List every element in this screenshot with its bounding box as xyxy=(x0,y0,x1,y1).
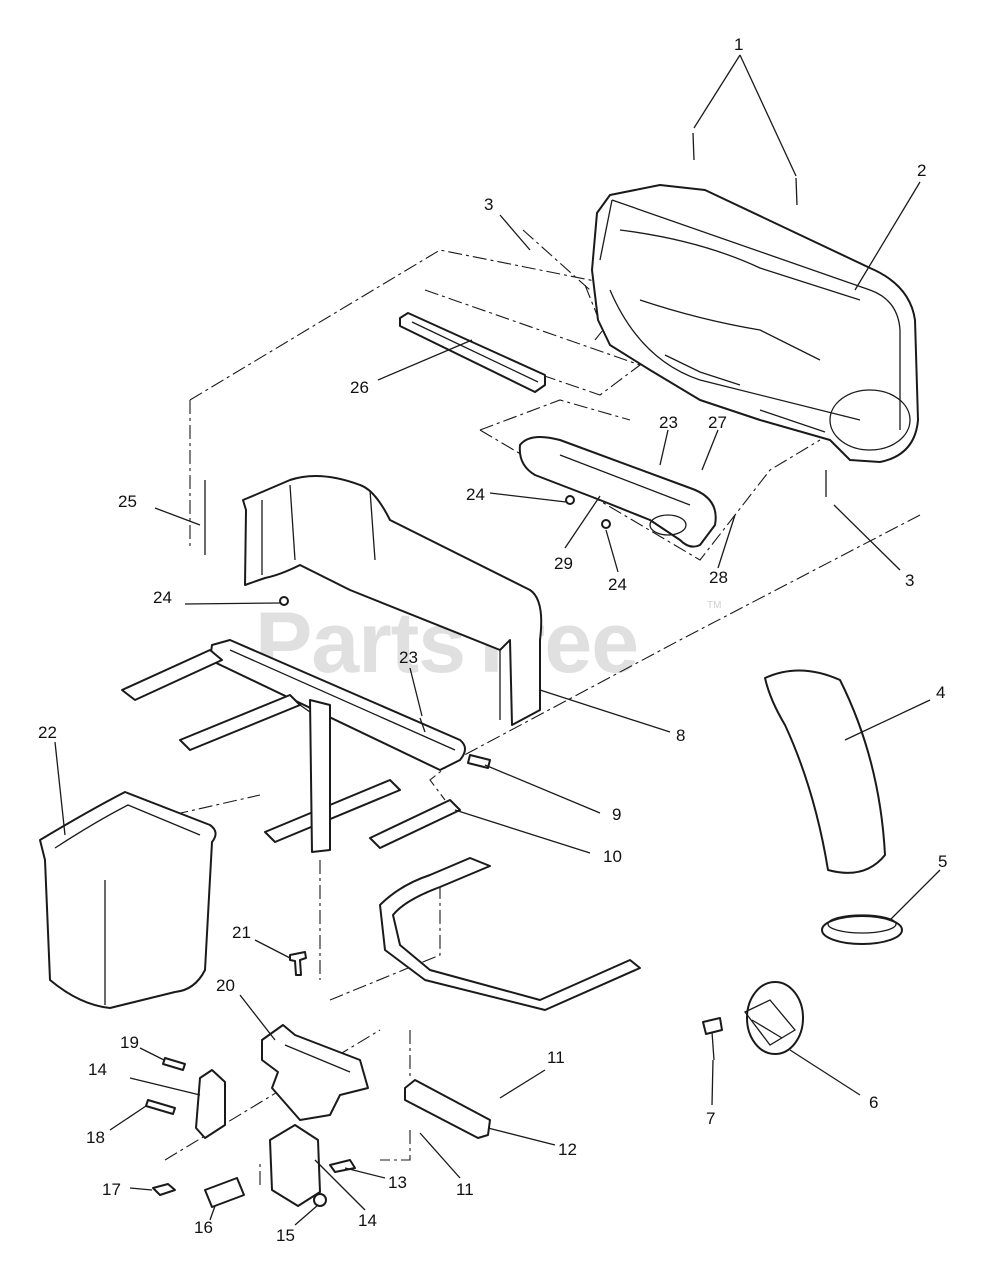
side-shield xyxy=(242,475,543,726)
callout-13: 13 xyxy=(388,1173,407,1192)
callout-4: 4 xyxy=(936,683,945,702)
callout-14b: 14 xyxy=(358,1211,377,1230)
washer-24c xyxy=(565,495,575,505)
callout-2: 2 xyxy=(917,161,926,180)
upper-housing xyxy=(591,184,919,463)
callout-8: 8 xyxy=(676,726,685,745)
leader-lines xyxy=(54,54,941,1226)
adapter xyxy=(744,981,804,1055)
bolt-17 xyxy=(152,1183,176,1196)
screw-1a xyxy=(692,132,695,161)
callouts: 1 2 3 3 4 5 6 7 8 9 10 11 11 12 13 14 14… xyxy=(38,35,947,1245)
callout-24c: 24 xyxy=(608,575,627,594)
mounting-plate xyxy=(404,1079,491,1139)
callout-25: 25 xyxy=(118,492,137,511)
callout-7: 7 xyxy=(706,1109,715,1128)
callout-22: 22 xyxy=(38,723,57,742)
main-frame xyxy=(121,639,466,853)
callout-29: 29 xyxy=(554,554,573,573)
hinge-plate-upper xyxy=(195,1069,226,1139)
discharge-tube xyxy=(764,669,886,874)
nut xyxy=(313,1193,327,1207)
callout-18: 18 xyxy=(86,1128,105,1147)
watermark-trademark: TM xyxy=(707,600,721,611)
callout-21: 21 xyxy=(232,923,251,942)
callout-24b: 24 xyxy=(153,588,172,607)
callout-12: 12 xyxy=(558,1140,577,1159)
callout-6: 6 xyxy=(869,1093,878,1112)
callout-27: 27 xyxy=(708,413,727,432)
hinge-bracket xyxy=(261,1024,369,1121)
callout-11a: 11 xyxy=(547,1048,565,1067)
hinge-plate-lower xyxy=(269,1124,321,1207)
deflector-chute xyxy=(518,435,717,548)
callout-3a: 3 xyxy=(484,195,493,214)
callout-26: 26 xyxy=(350,378,369,397)
callout-14a: 14 xyxy=(88,1060,107,1079)
pin-sleeve xyxy=(204,1177,245,1208)
frame-pin xyxy=(467,754,491,769)
callout-15: 15 xyxy=(276,1226,295,1245)
callout-10: 10 xyxy=(603,847,622,866)
bolt xyxy=(702,1017,723,1061)
callout-5: 5 xyxy=(938,852,947,871)
callout-16: 16 xyxy=(194,1218,213,1237)
bag-frame xyxy=(379,857,641,1011)
callout-20: 20 xyxy=(216,976,235,995)
washer-24b xyxy=(601,519,611,529)
callout-11b: 11 xyxy=(456,1180,474,1199)
callout-23b: 23 xyxy=(399,648,418,667)
screw-1b xyxy=(795,177,798,206)
grass-bag xyxy=(39,791,217,1009)
hose-clamp xyxy=(821,914,903,945)
screw xyxy=(289,951,307,976)
callout-28: 28 xyxy=(709,568,728,587)
washer-24a xyxy=(279,596,289,606)
callout-9: 9 xyxy=(612,805,621,824)
callout-1: 1 xyxy=(734,35,743,54)
pin-23 xyxy=(419,717,426,733)
callout-17: 17 xyxy=(102,1180,121,1199)
callout-3b: 3 xyxy=(905,571,914,590)
bolt-18 xyxy=(145,1099,176,1115)
callout-24a: 24 xyxy=(466,485,485,504)
mounting-strip xyxy=(399,312,546,393)
callout-23a: 23 xyxy=(659,413,678,432)
bolt-19 xyxy=(162,1057,186,1071)
callout-19: 19 xyxy=(120,1033,139,1052)
